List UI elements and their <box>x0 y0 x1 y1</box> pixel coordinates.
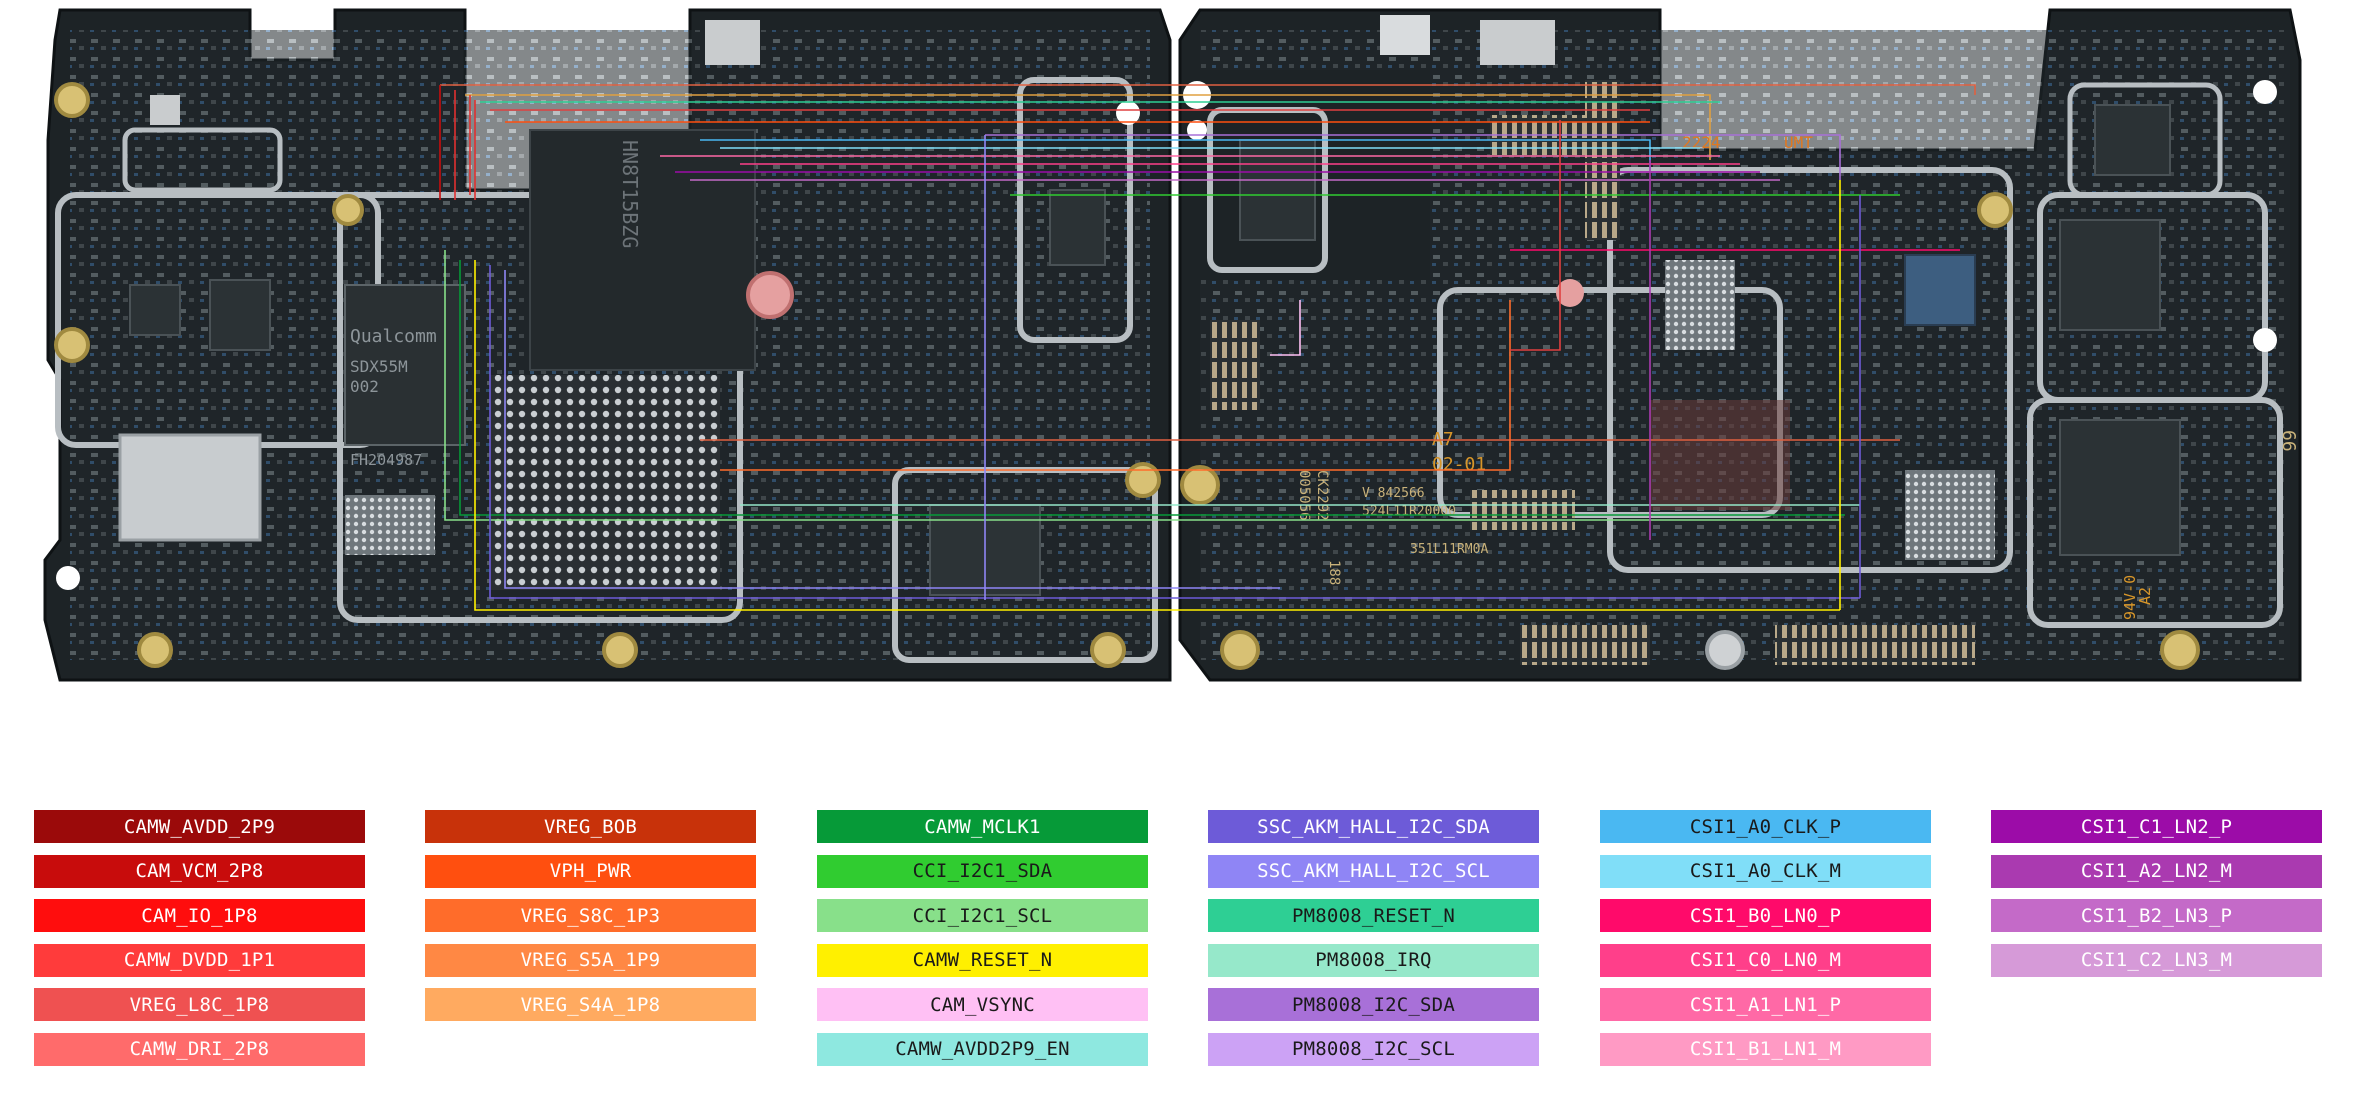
left-board: Qualcomm SDX55M 002 FH204987 HN8T15BZG <box>43 8 1172 682</box>
silk-code-2: 524L11R20000 <box>1362 504 1456 519</box>
silk-code-4: CK2292 <box>1314 470 1330 521</box>
legend-item: CSI1_C1_LN2_P <box>1991 810 2322 843</box>
legend-item: CSI1_B1_LN1_M <box>1600 1032 1931 1066</box>
legend-item: CSI1_A0_CLK_P <box>1600 810 1931 843</box>
chip-label-modem: SDX55M <box>350 357 408 376</box>
legend-item: VREG_S4A_1P8 <box>425 988 756 1021</box>
legend-item: CSI1_A1_LN1_P <box>1600 988 1931 1021</box>
legend-item: CCI_I2C1_SDA <box>817 854 1148 888</box>
legend-item: CAM_IO_1P8 <box>34 899 365 932</box>
legend-item: CAMW_MCLK1 <box>817 810 1148 843</box>
legend-item: CSI1_B2_LN3_P <box>1991 899 2322 932</box>
legend-item: CSI1_C2_LN3_M <box>1991 943 2322 977</box>
chip-label-modem-code: 002 <box>350 377 379 396</box>
legend-item: VREG_S8C_1P3 <box>425 899 756 932</box>
legend-item: VREG_L8C_1P8 <box>34 988 365 1021</box>
legend-item: CSI1_A2_LN2_M <box>1991 854 2322 888</box>
silk-code-1: V 842566 <box>1362 486 1425 501</box>
silk-code-8: A2 <box>2136 587 2154 605</box>
chip-label-brand: Qualcomm <box>350 326 437 347</box>
legend-item: CSI1_A0_CLK_M <box>1600 854 1931 888</box>
silk-code-3: 351L11RM0A <box>1410 542 1488 557</box>
pcb-board-image: Qualcomm SDX55M 002 FH204987 HN8T15BZG <box>43 8 2302 682</box>
silk-rev-b: 02-01 <box>1432 454 1486 475</box>
legend-item: CAMW_DRI_2P8 <box>34 1032 365 1066</box>
legend-item: PM8008_IRQ <box>1208 943 1539 977</box>
silk-code-7: 94V-0 <box>2121 575 2139 620</box>
legend-item: CAMW_RESET_N <box>817 943 1148 977</box>
silk-brand-upper: UMT <box>1784 133 1813 152</box>
legend-item: SSC_AKM_HALL_I2C_SDA <box>1208 810 1539 843</box>
legend-item: CAMW_DVDD_1P1 <box>34 943 365 977</box>
legend-item: CAM_VCM_2P8 <box>34 854 365 888</box>
legend-item: CSI1_C0_LN0_M <box>1600 943 1931 977</box>
legend-item: CSI1_B0_LN0_P <box>1600 899 1931 932</box>
legend-item: SSC_AKM_HALL_I2C_SCL <box>1208 854 1539 888</box>
legend-item: CAMW_AVDD2P9_EN <box>817 1032 1148 1066</box>
legend-item: CAM_VSYNC <box>817 988 1148 1021</box>
silk-code-9: 66 <box>2278 430 2299 452</box>
chip-label-memory: HN8T15BZG <box>618 140 642 248</box>
legend-item: PM8008_RESET_N <box>1208 899 1539 932</box>
silk-code-6: 188 <box>1326 560 1342 585</box>
legend-item: CAMW_AVDD_2P9 <box>34 810 365 843</box>
chip-label-modem-lot: FH204987 <box>350 451 422 469</box>
silk-code-5: 005056 <box>1296 470 1312 521</box>
legend-item: PM8008_I2C_SCL <box>1208 1032 1539 1066</box>
legend-item: CCI_I2C1_SCL <box>817 899 1148 932</box>
legend-item: VREG_BOB <box>425 810 756 843</box>
signal-traces <box>439 84 1976 611</box>
legend-item: PM8008_I2C_SDA <box>1208 988 1539 1021</box>
legend-item: VPH_PWR <box>425 854 756 888</box>
silk-mark-upper: 2224 <box>1682 133 1721 152</box>
legend-item: VREG_S5A_1P9 <box>425 943 756 977</box>
